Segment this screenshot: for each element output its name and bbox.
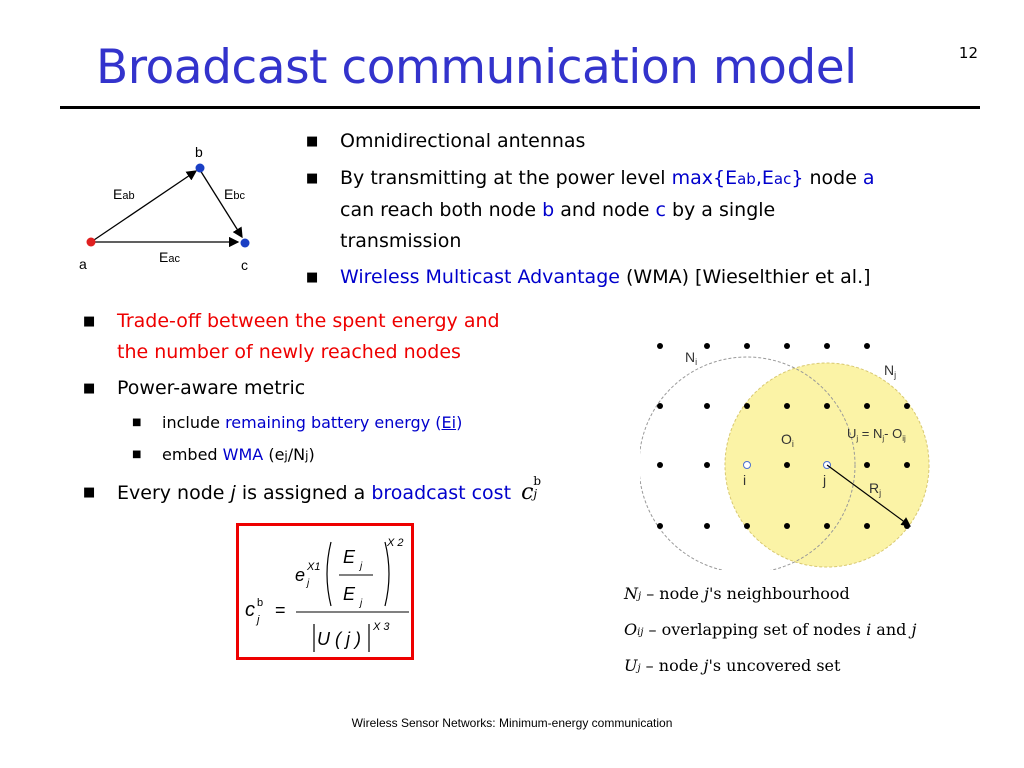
sensor-node-dot xyxy=(744,343,750,349)
bullet-wma: ■Wireless Multicast Advantage (WMA) [Wie… xyxy=(306,266,871,288)
sub-bullet-battery: ■include remaining battery energy (Ei) xyxy=(132,413,463,432)
definition-n: Nj – node j's neighbourhood xyxy=(624,584,850,603)
slide-footer: Wireless Sensor Networks: Minimum-energy… xyxy=(351,716,673,730)
triangle-diagram: b a c Eab Ebc Eac xyxy=(79,144,250,273)
node-b xyxy=(195,163,205,173)
sensor-node-dot xyxy=(784,523,790,529)
svg-text:U ( j ): U ( j ) xyxy=(317,629,361,649)
sensor-node-dot xyxy=(704,462,710,468)
sub-bullet-wma: ■embed WMA (ej/Nj) xyxy=(132,445,315,464)
sensor-node-dot xyxy=(824,403,830,409)
sensor-node-dot xyxy=(704,523,710,529)
sensor-node-dot xyxy=(904,462,910,468)
svg-text:X 3: X 3 xyxy=(372,621,390,633)
sensor-node-dot xyxy=(864,523,870,529)
label-uj: Uj = Nj- Oij xyxy=(847,426,906,443)
svg-text:j: j xyxy=(358,598,363,609)
sensor-node-dot xyxy=(864,403,870,409)
sensor-node-dot xyxy=(744,523,750,529)
svg-text:c: c xyxy=(245,599,255,621)
svg-text:E: E xyxy=(343,584,356,604)
label-ni: Ni xyxy=(685,349,697,367)
sensor-node-dot xyxy=(864,462,870,468)
sensor-node-dot xyxy=(744,403,750,409)
svg-text:j: j xyxy=(358,561,363,572)
formula-math: c b j = e X1 j E j E j X 2 U ( j ) X 3 xyxy=(245,537,409,652)
wma-link[interactable]: Wireless Multicast Advantage xyxy=(340,266,620,288)
broadcast-cost-formula: c b j = e X1 j E j E j X 2 U ( j ) X 3 xyxy=(236,523,414,660)
sensor-node-dot xyxy=(904,403,910,409)
label-c: c xyxy=(241,257,248,273)
sensor-node-dot xyxy=(824,343,830,349)
svg-text:b: b xyxy=(257,597,263,609)
radius-rj xyxy=(826,464,911,527)
node-a xyxy=(86,237,96,247)
svg-text:j: j xyxy=(305,578,310,589)
neighbourhood-diagram: Ni Nj Oi Uj = Nj- Oij i j Rj xyxy=(640,343,930,570)
edge-bc xyxy=(199,169,243,239)
svg-text:j: j xyxy=(255,614,260,626)
bullet-omni: ■Omnidirectional antennas xyxy=(306,130,586,152)
label-rj: Rj xyxy=(869,480,881,498)
sensor-node-dot xyxy=(824,523,830,529)
bullet-tradeoff: ■ Trade-off between the spent energy and… xyxy=(83,310,500,363)
edge-ab xyxy=(90,170,198,243)
sensor-node-dot xyxy=(784,403,790,409)
sensor-node-dot xyxy=(784,343,790,349)
sensor-node-dot xyxy=(704,343,710,349)
definition-u: Uj – node j's uncovered set xyxy=(624,656,841,675)
definition-o: Oij – overlapping set of nodes i and j xyxy=(624,620,917,639)
sensor-node-dot xyxy=(704,403,710,409)
svg-text:E: E xyxy=(343,547,356,567)
bullet-broadcast-cost: ■Every node j is assigned a broadcast co… xyxy=(83,474,542,506)
label-a: a xyxy=(79,256,87,272)
svg-text:=: = xyxy=(275,600,286,620)
svg-text:e: e xyxy=(295,565,305,585)
sensor-node-dot xyxy=(657,462,663,468)
node-c xyxy=(240,238,250,248)
title-divider xyxy=(60,106,980,109)
sensor-node-dot xyxy=(657,403,663,409)
node-i xyxy=(743,461,751,469)
bullet-power-level: ■ By transmitting at the power level max… xyxy=(306,167,875,252)
sensor-node-dot xyxy=(784,462,790,468)
label-nj: Nj xyxy=(884,362,896,380)
label-eab: Eab xyxy=(113,186,135,202)
label-oi: Oi xyxy=(781,431,794,449)
label-eac: Eac xyxy=(159,249,180,265)
page-number: 12 xyxy=(958,44,978,62)
bullet-power-aware: ■Power-aware metric xyxy=(83,377,306,399)
label-j: j xyxy=(822,472,826,488)
ei-link[interactable]: Ei xyxy=(441,413,457,432)
sensor-node-dot xyxy=(864,343,870,349)
slide-title: Broadcast communication model xyxy=(96,40,857,95)
sensor-node-dot xyxy=(657,523,663,529)
svg-text:X1: X1 xyxy=(306,561,320,573)
sensor-node-grid xyxy=(657,343,910,529)
neighbourhood-i-circle xyxy=(640,356,856,570)
label-i: i xyxy=(743,472,746,488)
label-ebc: Ebc xyxy=(224,186,245,202)
sensor-node-dot xyxy=(657,343,663,349)
svg-text:X 2: X 2 xyxy=(386,537,404,549)
label-b: b xyxy=(195,144,203,160)
